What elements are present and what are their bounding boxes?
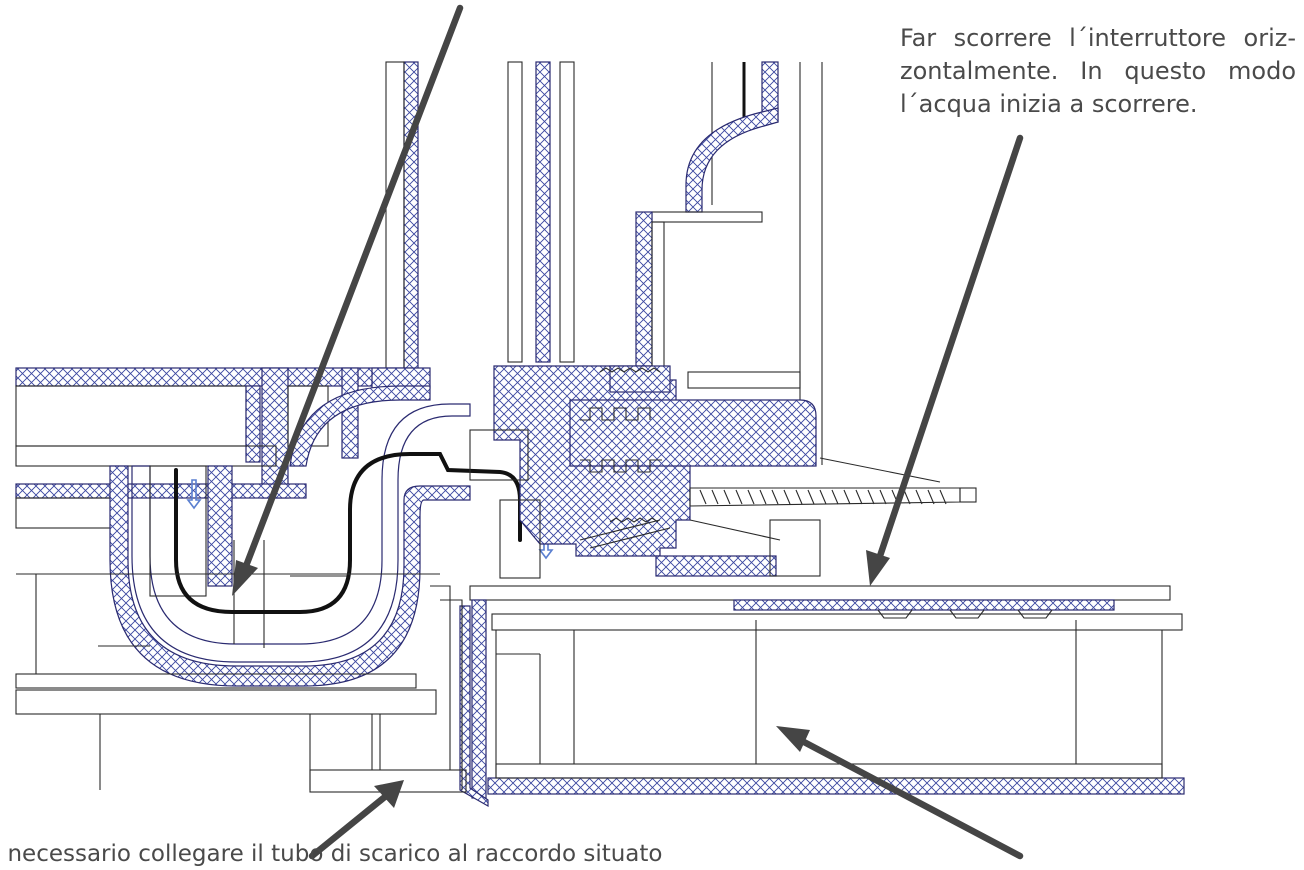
drain-tube	[174, 452, 522, 614]
pointer-arrow-switch	[876, 134, 1024, 560]
top-plates	[15, 367, 431, 529]
curved-cover	[635, 107, 779, 373]
siphon-trap	[98, 385, 471, 687]
valve-assembly	[469, 365, 821, 579]
switch-caption-line: Far scorrere l´interruttore oriz-	[900, 24, 1296, 52]
drain-instruction-caption: è necessario collegare il tubo di scaric…	[0, 841, 663, 867]
switch-instruction-caption: Far scorrere l´interruttore oriz-zontalm…	[900, 22, 1296, 121]
pointer-arrow-outlet	[308, 792, 390, 860]
base-frame	[15, 573, 467, 793]
slide-switch-rod	[689, 457, 977, 507]
switch-caption-line: l´acqua inizia a scorrere.	[900, 90, 1198, 118]
pointer-arrows	[232, 4, 1024, 860]
lower-tray	[459, 585, 1185, 808]
pointer-arrow-top	[242, 4, 464, 570]
switch-caption-line: zontalmente. In questo modo	[900, 57, 1296, 85]
pointer-arrow-tray	[800, 738, 1024, 860]
